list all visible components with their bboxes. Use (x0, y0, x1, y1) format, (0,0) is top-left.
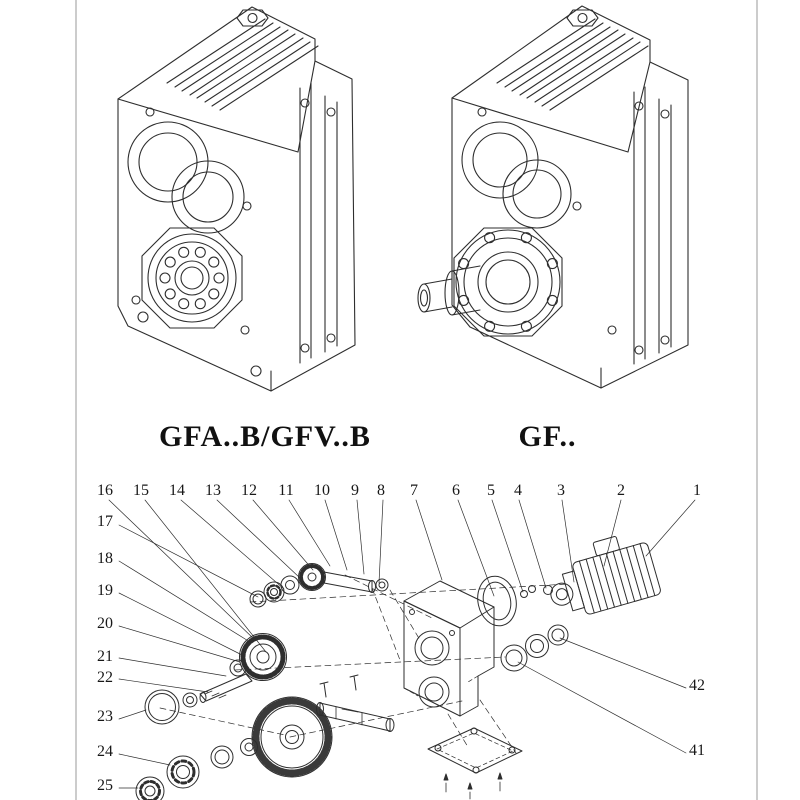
callout-15: 15 (133, 482, 149, 499)
cooling-fins (166, 18, 319, 111)
callout-20: 20 (97, 615, 113, 632)
callout-11: 11 (278, 482, 294, 499)
key-parts (319, 674, 359, 698)
output-shaft-part (316, 702, 395, 732)
eyebolt-hole (577, 12, 588, 24)
callout-6: 6 (452, 482, 460, 499)
housing-part (403, 580, 495, 717)
output-gear-part (251, 696, 333, 778)
arrow-icon (467, 782, 473, 790)
cooling-fins (496, 18, 649, 111)
callout-2: 2 (617, 482, 625, 499)
callout-25: 25 (97, 777, 113, 794)
callout-9: 9 (351, 482, 359, 499)
gasket-and-rings (477, 575, 569, 672)
callout-13: 13 (205, 482, 221, 499)
torque-arm-rails (299, 82, 338, 364)
arrow-icon (443, 773, 449, 781)
callout-23: 23 (97, 708, 113, 725)
callout-7: 7 (410, 482, 418, 499)
output-shaft (417, 265, 481, 316)
leader-lines (108, 499, 696, 789)
lower-bore (171, 160, 245, 234)
callout-5: 5 (487, 482, 495, 499)
flange-plate-part (427, 727, 523, 800)
callout-22: 22 (97, 669, 113, 686)
eyebolt-boss (566, 9, 599, 27)
output-flange (453, 227, 563, 337)
callout-14: 14 (169, 482, 185, 499)
hollow-shaft-bearing (141, 227, 243, 329)
callout-3: 3 (557, 482, 565, 499)
callout-24: 24 (97, 743, 113, 760)
shim-part (144, 689, 180, 725)
eyebolt-boss (236, 9, 269, 27)
torque-arm-rails (633, 86, 672, 365)
input-shaft-parts (249, 563, 389, 608)
arrow-icon (497, 772, 503, 780)
exploded-parts-diagram (135, 536, 661, 800)
model-label-right: GF.. (518, 420, 577, 453)
callout-18: 18 (97, 550, 113, 567)
upper-bore (127, 121, 209, 203)
callout-1: 1 (693, 482, 701, 499)
callout-21: 21 (97, 648, 113, 665)
gearbox-shaft-mounted-drawing (117, 6, 356, 392)
callout-10: 10 (314, 482, 330, 499)
bearing-ring-parts (135, 738, 258, 800)
gearbox-flange-drawing (417, 5, 689, 389)
assembly-axis-lines (159, 574, 569, 754)
eyebolt-hole (247, 12, 258, 24)
callout-41: 41 (689, 742, 705, 759)
callout-16: 16 (97, 482, 113, 499)
callout-4: 4 (514, 482, 522, 499)
callout-17: 17 (97, 513, 113, 530)
motor-part (550, 536, 661, 615)
callout-8: 8 (377, 482, 385, 499)
intermediate-gear-parts (182, 633, 287, 708)
model-label-left: GFA..B/GFV..B (159, 420, 371, 453)
callout-42: 42 (689, 677, 705, 694)
callout-12: 12 (241, 482, 257, 499)
callout-19: 19 (97, 582, 113, 599)
